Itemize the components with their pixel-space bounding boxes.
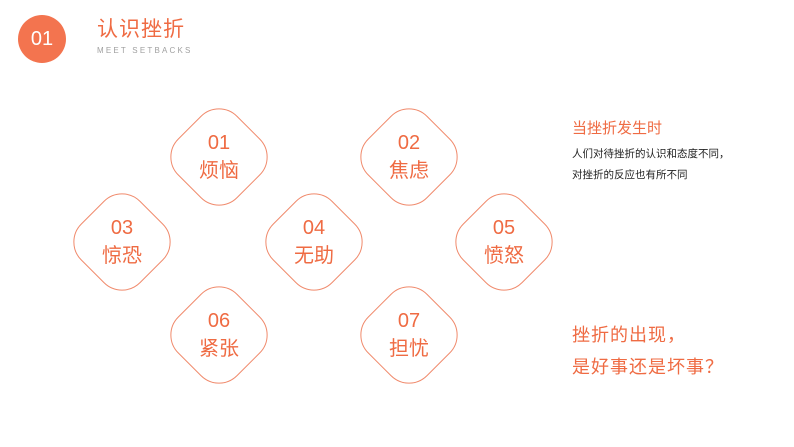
emotion-tile-6: 06 紧张 <box>159 275 279 395</box>
side-description-line-1: 人们对待挫折的认识和态度不同， <box>572 148 730 160</box>
question-text: 挫折的出现， 是好事还是坏事？ <box>572 320 724 384</box>
tile-number: 04 <box>302 217 326 239</box>
side-description: 人们对待挫折的认识和态度不同， 对挫折的反应也有所不同 <box>572 144 772 186</box>
tile-number: 03 <box>110 217 134 239</box>
side-description-line-2: 对挫折的反应也有所不同 <box>572 169 688 181</box>
tile-label: 担忧 <box>389 336 429 360</box>
page-subtitle: MEET SETBACKS <box>97 46 193 55</box>
tile-label: 无助 <box>294 243 334 267</box>
tile-label: 愤怒 <box>484 243 524 267</box>
section-number: 01 <box>30 27 54 50</box>
tile-label: 焦虑 <box>389 158 429 182</box>
tile-label: 惊恐 <box>102 243 142 267</box>
section-number-badge: 01 <box>18 15 66 63</box>
tile-number: 06 <box>207 310 231 332</box>
tile-number: 01 <box>207 132 231 154</box>
emotion-tile-5: 05 愤怒 <box>444 182 564 302</box>
page-title: 认识挫折 <box>97 17 185 41</box>
emotion-tile-3: 03 惊恐 <box>62 182 182 302</box>
question-line-1: 挫折的出现， <box>572 325 686 346</box>
tile-label: 烦恼 <box>199 158 239 182</box>
emotion-tile-1: 01 烦恼 <box>159 97 279 217</box>
tile-number: 07 <box>397 310 421 332</box>
tile-label: 紧张 <box>199 336 239 360</box>
emotion-tile-4: 04 无助 <box>254 182 374 302</box>
side-heading: 当挫折发生时 <box>572 119 663 137</box>
tile-number: 02 <box>397 132 421 154</box>
tile-number: 05 <box>492 217 516 239</box>
emotion-tile-2: 02 焦虑 <box>349 97 469 217</box>
question-line-2: 是好事还是坏事？ <box>572 357 724 378</box>
emotion-tile-7: 07 担忧 <box>349 275 469 395</box>
